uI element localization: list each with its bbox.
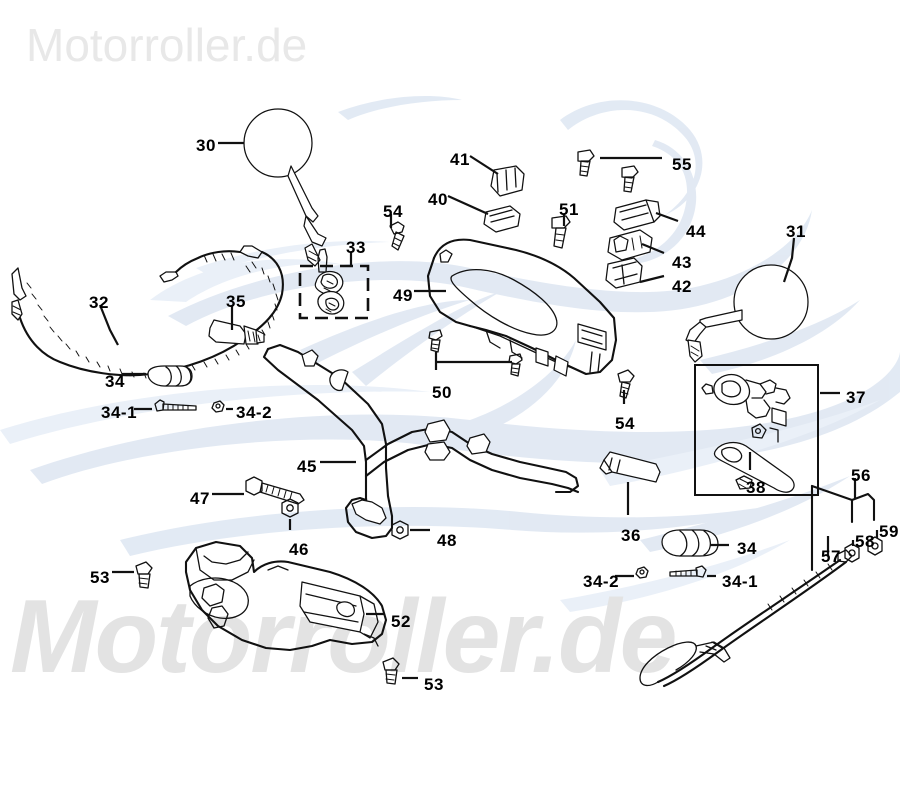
part-45-handlebar bbox=[262, 343, 580, 540]
callout-label-36: 36 bbox=[621, 526, 641, 545]
callout-label-57: 57 bbox=[821, 547, 841, 566]
callout-label-41: 41 bbox=[450, 150, 470, 169]
callout-label-56: 56 bbox=[851, 466, 871, 485]
callout-label-30: 30 bbox=[196, 136, 216, 155]
watermark-top: Motorroller.de bbox=[26, 19, 308, 71]
callout-label-46: 46 bbox=[289, 540, 309, 559]
callout-label-55: 55 bbox=[672, 155, 692, 174]
callout-label-31: 31 bbox=[786, 222, 806, 241]
callout-label-54: 54 bbox=[383, 202, 403, 221]
callout-label-58: 58 bbox=[855, 532, 875, 551]
part-50-cover-screw-pair bbox=[428, 329, 523, 377]
callout-label-42: 42 bbox=[672, 277, 692, 296]
part-40-indicator-switch bbox=[483, 205, 521, 233]
callout-label-34-1: 34-1 bbox=[101, 403, 138, 422]
part-46-handlebar-nut bbox=[281, 498, 299, 518]
part-34-handlebar-grip-left bbox=[147, 365, 193, 387]
part-44-switch-block-large bbox=[613, 199, 661, 231]
part-34-1-grip-end-screw-left bbox=[154, 399, 197, 412]
callout-label-53: 53 bbox=[424, 675, 444, 694]
callout-label-37: 37 bbox=[846, 388, 866, 407]
part-41-horn-button bbox=[490, 165, 525, 197]
part-49-upper-handlebar-cover bbox=[426, 238, 618, 377]
callout-label-34: 34 bbox=[737, 539, 757, 558]
callout-label-35: 35 bbox=[226, 292, 246, 311]
callout-label-34-2: 34-2 bbox=[583, 572, 620, 591]
callout-label-59: 59 bbox=[879, 522, 899, 541]
part-30-rearview-mirror-left bbox=[243, 108, 327, 267]
part-54-mirror-screw-left bbox=[389, 221, 405, 251]
callout-label-49: 49 bbox=[393, 286, 413, 305]
callout-label-54: 54 bbox=[615, 414, 635, 433]
part-56-speedometer-cable-guide bbox=[810, 484, 876, 572]
part-43-switch-block-mid bbox=[607, 229, 653, 261]
leader-lines bbox=[98, 141, 879, 680]
part-33-cable-clip-set-boxed bbox=[298, 248, 370, 320]
callout-label-34: 34 bbox=[105, 372, 125, 391]
part-59-cable-washer bbox=[867, 536, 883, 556]
part-34-1-grip-end-screw-right bbox=[669, 565, 707, 578]
part-47-handlebar-clamp-bolt bbox=[245, 476, 305, 505]
callout-label-50: 50 bbox=[432, 383, 452, 402]
callout-label-51: 51 bbox=[559, 200, 579, 219]
callout-label-44: 44 bbox=[686, 222, 706, 241]
callout-label-33: 33 bbox=[346, 238, 366, 257]
callout-label-32: 32 bbox=[89, 293, 109, 312]
part-37-brake-master-cylinder-assembly bbox=[694, 364, 819, 496]
part-35-left-switch-housing bbox=[208, 319, 265, 345]
callout-label-34-2: 34-2 bbox=[236, 403, 273, 422]
part-36-throttle-tube bbox=[599, 451, 661, 483]
part-57-speedometer-cable bbox=[639, 549, 853, 688]
part-53-cover-screw-right bbox=[382, 657, 400, 685]
callout-label-47: 47 bbox=[190, 489, 210, 508]
part-48-washer bbox=[391, 520, 409, 540]
part-31-rearview-mirror-right bbox=[685, 264, 809, 363]
part-55-pan-head-screw bbox=[577, 149, 639, 193]
callout-label-52: 52 bbox=[391, 612, 411, 631]
part-53-cover-screw-left bbox=[135, 561, 153, 589]
part-34-2-grip-end-washer-right bbox=[635, 566, 649, 579]
callout-label-38: 38 bbox=[746, 478, 766, 497]
part-52-lower-handlebar-cover bbox=[184, 540, 388, 652]
callout-label-34-1: 34-1 bbox=[722, 572, 759, 591]
callout-label-48: 48 bbox=[437, 531, 457, 550]
part-34-2-grip-end-washer-left bbox=[211, 400, 225, 413]
callout-label-40: 40 bbox=[428, 190, 448, 209]
callout-label-45: 45 bbox=[297, 457, 317, 476]
callout-label-53: 53 bbox=[90, 568, 110, 587]
callout-label-43: 43 bbox=[672, 253, 692, 272]
